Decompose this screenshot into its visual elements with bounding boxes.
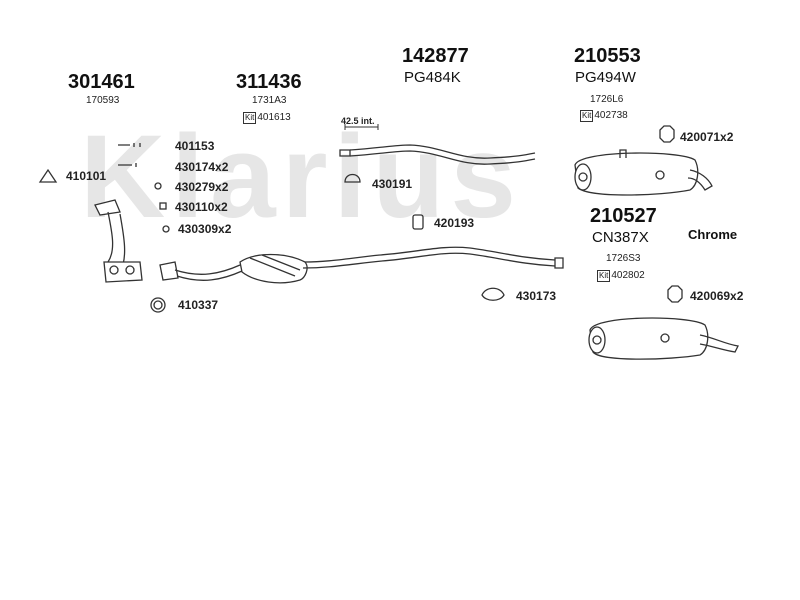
- part-ref-1726L6: 1726L6: [590, 94, 624, 105]
- part-code-CN387X: CN387X: [592, 229, 649, 246]
- finish-chrome-label: Chrome: [688, 227, 738, 242]
- kit-badge-icon: Kit: [580, 110, 594, 122]
- fitting-430174: 430174x2: [175, 160, 229, 174]
- fitting-430279: 430279x2: [175, 180, 229, 194]
- part-number-210527: 210527: [590, 205, 657, 227]
- dimension-line: [344, 124, 379, 130]
- part-code-1731A3: 1731A3: [252, 95, 287, 106]
- intermediate-pipe-drawing: [339, 144, 564, 269]
- fitting-icons: [38, 125, 683, 313]
- kit-badge-icon: Kit: [597, 270, 611, 282]
- part-ref-1726S3: 1726S3: [606, 253, 641, 264]
- kit-number: 402738: [594, 110, 628, 121]
- fitting-410337: 410337: [178, 298, 219, 312]
- kit-badge-icon: Kit: [243, 112, 257, 124]
- fitting-420193: 420193: [434, 216, 475, 230]
- fitting-430173: 430173: [516, 289, 557, 303]
- fitting-410101: 410101: [66, 169, 107, 183]
- fitting-420069: 420069x2: [690, 289, 744, 303]
- part-number-311436: 311436: [236, 71, 302, 93]
- part-number-210553: 210553: [574, 45, 641, 67]
- fitting-420071: 420071x2: [680, 130, 734, 144]
- fitting-401153: 401153: [175, 139, 215, 153]
- front-downpipe-drawing: [94, 199, 143, 283]
- part-number-142877: 142877: [402, 45, 469, 67]
- catalytic-converter-drawing: [159, 253, 383, 284]
- watermark-logo: Klarius: [80, 111, 523, 243]
- fitting-430309: 430309x2: [178, 222, 232, 236]
- part-code-170593: 170593: [86, 95, 120, 106]
- kit-number: 402802: [611, 270, 645, 281]
- part-code-PG484K: PG484K: [404, 69, 461, 86]
- part-number-301461: 301461: [68, 71, 135, 93]
- fitting-430191: 430191: [372, 177, 413, 191]
- part-code-PG494W: PG494W: [575, 69, 636, 86]
- fitting-430110: 430110x2: [175, 200, 228, 214]
- rear-silencer-chrome-drawing: [588, 317, 739, 360]
- dimension-label: 42.5 int.: [341, 116, 375, 126]
- rear-silencer-drawing: [574, 149, 713, 196]
- kit-number: 401613: [257, 112, 291, 123]
